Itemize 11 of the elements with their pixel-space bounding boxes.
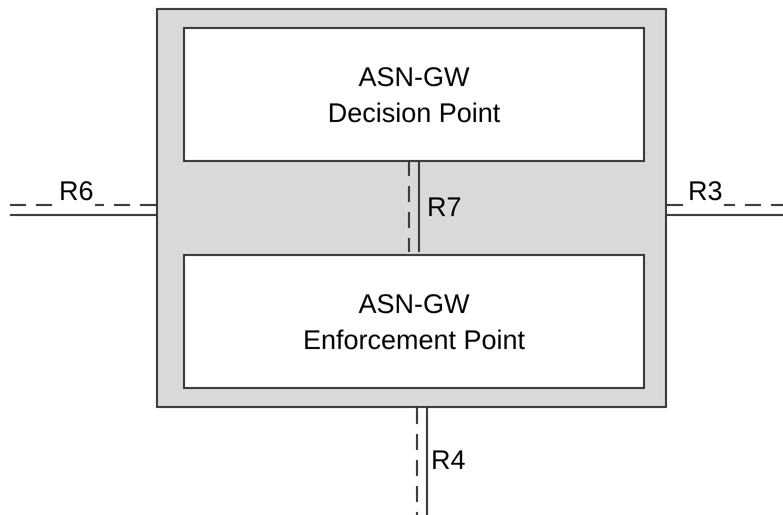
reference-point-line xyxy=(416,408,428,515)
function-box xyxy=(183,254,645,389)
reference-point-line xyxy=(408,160,420,252)
box-text: Decision Point xyxy=(328,96,500,130)
reference-point-line xyxy=(10,204,156,216)
reference-point-line xyxy=(667,204,783,216)
gateway-box xyxy=(156,8,667,408)
box-text: ASN-GW xyxy=(358,60,470,94)
box-text: Enforcement Point xyxy=(302,324,526,356)
box-text: ASN-GW xyxy=(358,288,470,320)
function-box xyxy=(183,27,645,162)
